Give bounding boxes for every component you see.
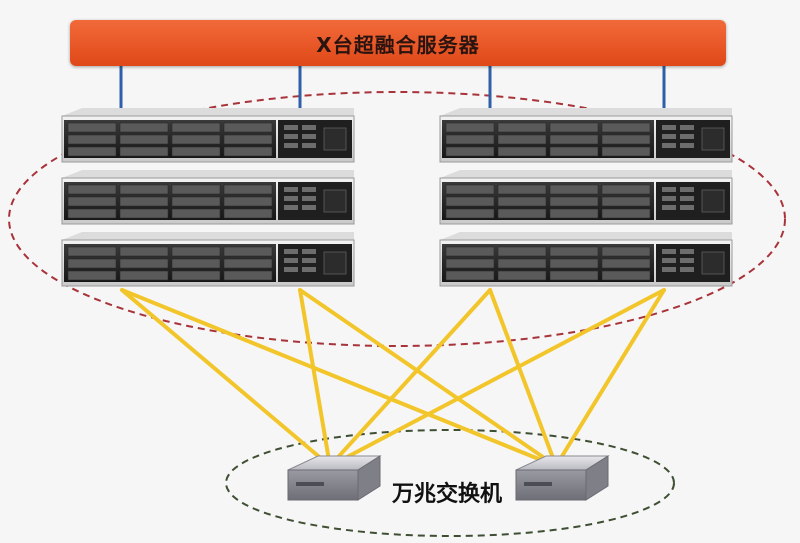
network-link [328,288,492,468]
server-banner: X台超融合服务器 [70,20,726,66]
switch-device-left [287,455,382,501]
banner-title: X台超融合服务器 [316,32,480,57]
network-link [328,288,666,468]
server-unit-right-3 [439,231,733,287]
network-link [120,288,332,468]
network-link [120,288,558,468]
switch-device-right [515,455,610,501]
network-link [298,288,332,468]
network-links [120,288,666,468]
switch-label: 万兆交换机 [392,482,503,507]
network-link [554,288,666,468]
server-unit-right-2 [439,169,733,225]
network-link [298,288,558,468]
server-cluster-ring [8,91,786,347]
server-unit-right-1 [439,107,733,163]
switch-ring [225,429,675,537]
server-unit-left-1 [61,107,355,163]
server-unit-left-3 [61,231,355,287]
network-link [488,288,558,468]
server-unit-left-2 [61,169,355,225]
